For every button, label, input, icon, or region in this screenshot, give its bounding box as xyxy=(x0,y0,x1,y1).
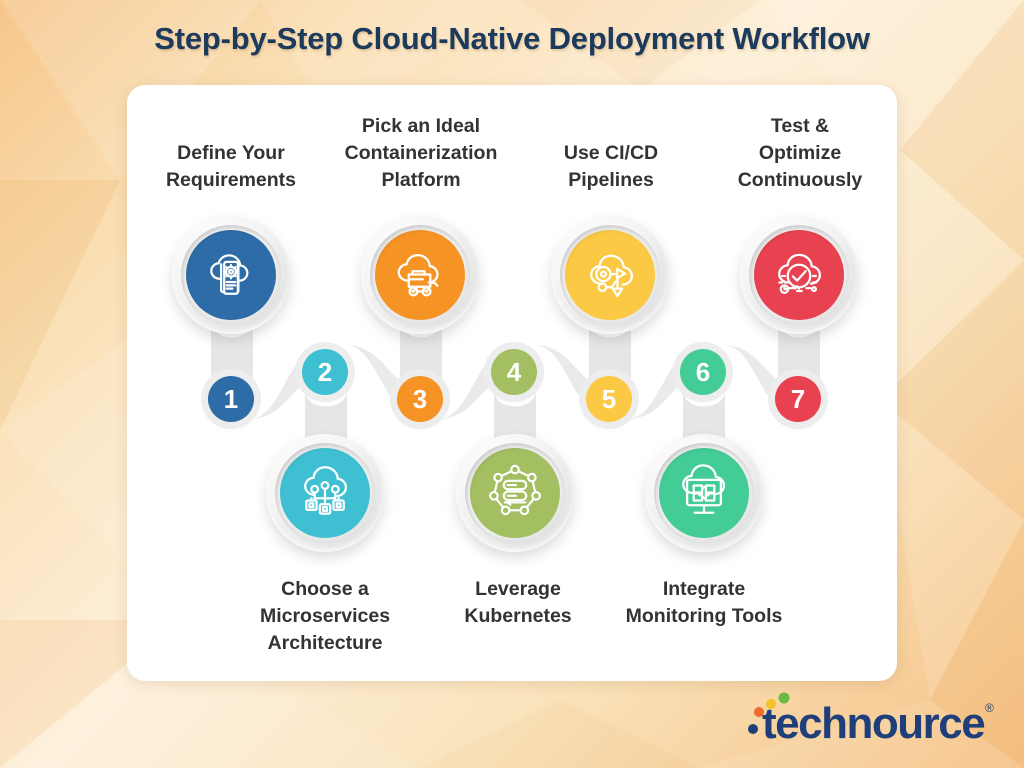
step-icon-ring-6[interactable] xyxy=(645,434,763,552)
cloud-document-gear-icon xyxy=(186,230,276,320)
connector-7 xyxy=(776,318,822,390)
logo-wordmark: technource xyxy=(762,699,984,744)
step-label-5: Use CI/CD Pipelines xyxy=(563,142,659,191)
step-icon-ring-3[interactable] xyxy=(361,216,479,334)
cloud-check-optimize-icon xyxy=(754,230,844,320)
logo-dot-blue xyxy=(748,724,758,734)
step-icon-ring-1[interactable] xyxy=(172,216,290,334)
cloud-pipeline-arrows-icon xyxy=(565,230,655,320)
step-label-2: Choose a Microservices Architecture xyxy=(259,578,391,654)
step-icon-ring-5[interactable] xyxy=(551,216,669,334)
connector-3 xyxy=(398,318,444,390)
step-badge-6[interactable]: 6 xyxy=(680,349,726,395)
step-badge-3[interactable]: 3 xyxy=(397,376,443,422)
step-label-1: Define Your Requirements xyxy=(165,142,297,191)
step-icon-ring-7[interactable] xyxy=(740,216,858,334)
step-label-4: Leverage Kubernetes xyxy=(464,578,572,627)
logo-dot-orange xyxy=(754,707,764,717)
step-badge-6-number: 6 xyxy=(695,356,711,387)
cloud-monitor-puzzle-icon xyxy=(659,448,749,538)
step-badge-5-number: 5 xyxy=(601,383,617,414)
logo-dot-yellow xyxy=(766,699,776,709)
step-badge-4[interactable]: 4 xyxy=(491,349,537,395)
step-label-3: Pick an Ideal Containerization Platform xyxy=(344,115,498,191)
step-label-7: Test & Optimize Continuously xyxy=(737,115,863,191)
step-label-6: Integrate Monitoring Tools xyxy=(625,578,783,627)
cloud-microservices-network-icon xyxy=(280,448,370,538)
step-badge-5[interactable]: 5 xyxy=(586,376,632,422)
logo-dot-green xyxy=(778,692,790,704)
page-title: Step-by-Step Cloud-Native Deployment Wor… xyxy=(154,21,870,56)
step-badge-7-number: 7 xyxy=(790,383,806,414)
step-badge-7[interactable]: 7 xyxy=(775,376,821,422)
step-badge-3-number: 3 xyxy=(412,383,428,414)
step-badge-2-number: 2 xyxy=(317,356,333,387)
kubernetes-server-icon xyxy=(470,448,560,538)
connector-1 xyxy=(209,318,255,390)
technource-logo[interactable]: technource ® xyxy=(745,692,1000,744)
step-icon-ring-2[interactable] xyxy=(266,434,384,552)
step-badge-1[interactable]: 1 xyxy=(208,376,254,422)
cloud-container-cart-icon xyxy=(375,230,465,320)
connector-5 xyxy=(587,318,633,390)
step-badge-4-number: 4 xyxy=(506,356,522,387)
logo-trademark: ® xyxy=(985,701,994,715)
step-badge-1-number: 1 xyxy=(223,383,239,414)
step-badge-2[interactable]: 2 xyxy=(302,349,348,395)
step-icon-ring-4[interactable] xyxy=(456,434,574,552)
